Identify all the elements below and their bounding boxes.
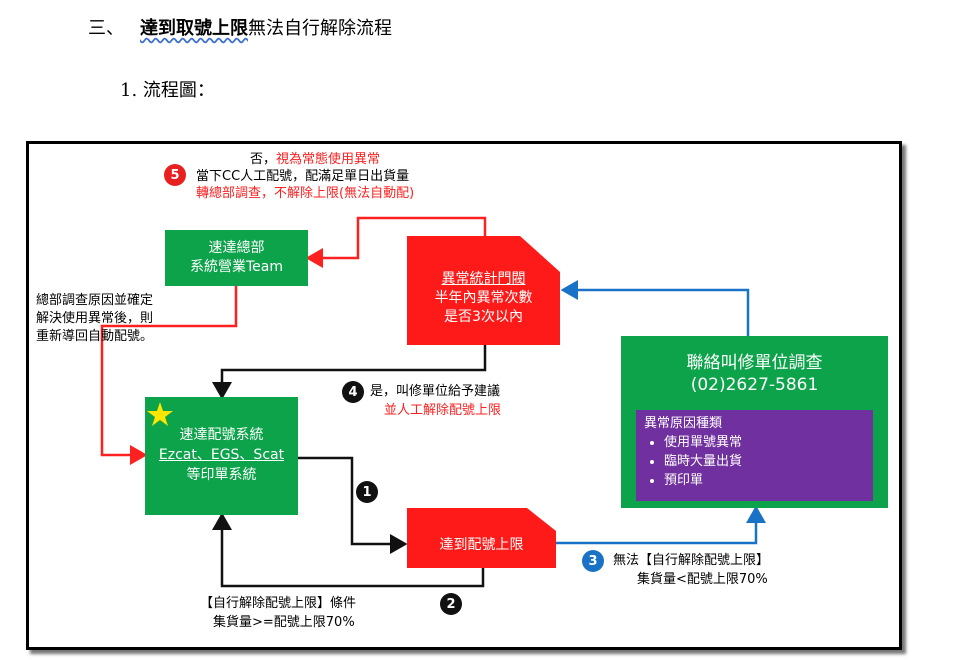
subheading: 1. 流程圖： (120, 80, 215, 101)
arrow-limit-to-contact (556, 505, 766, 545)
arrow-hq-to-system (100, 286, 238, 465)
note-bottom-line1: 【自行解除配號上限】條件 (200, 596, 357, 611)
note-left-line2: 解決使用異常後，則 (36, 311, 154, 326)
limit-node: 達到配號上限 (407, 536, 556, 558)
stats-line2: 半年內異常次數 (434, 290, 533, 306)
system-line3: 等印單系統 (186, 467, 257, 483)
badge-3: 3 (582, 550, 604, 572)
note-left-line1: 總部調查原因並確定 (36, 293, 154, 308)
note-yes-line2: 並人工解除配號上限 (384, 403, 502, 418)
hq-node: 速達總部 系統營業Team (165, 230, 308, 286)
arrow-system-to-limit (298, 456, 408, 554)
system-line1: 速達配號系統 (179, 427, 264, 443)
reason-item: 使用單號異常 (664, 433, 865, 452)
arrow-contact-to-stats (560, 280, 750, 336)
system-node: 速達配號系統 Ezcat、EGS、Scat 等印單系統 (145, 397, 298, 515)
reason-item: 預印單 (664, 471, 865, 490)
section-number: 三、 (88, 18, 124, 39)
arrow-limit-to-system (212, 512, 485, 588)
badge-4: 4 (342, 381, 364, 403)
contact-phone: (02)2627-5861 (690, 375, 819, 395)
stats-line3: 是否3次以內 (444, 309, 523, 325)
note-top-line2: 當下CC人工配號，配滿足單日出貨量 (196, 169, 410, 184)
note-no-line1: 無法【自行解除配號上限】 (613, 553, 770, 568)
contact-line1: 聯絡叫修單位調查 (686, 353, 823, 373)
reason-item: 臨時大量出貨 (664, 452, 865, 471)
stats-shape (407, 236, 560, 345)
note-bottom-line2: 集貨量>=配號上限70% (213, 615, 355, 630)
arrow-stats-to-hq (305, 216, 487, 268)
note-top-red: 視為常態使用異常 (276, 152, 381, 167)
note-no-line2: 集貨量<配號上限70% (637, 572, 768, 587)
stats-node: 異常統計門閥 半年內異常次數 是否3次以內 (407, 270, 560, 340)
badge-2: 2 (440, 593, 462, 615)
badge-1: 1 (356, 481, 378, 503)
section-heading-rest: 無法自行解除流程 (248, 18, 392, 39)
limit-label: 達到配號上限 (439, 537, 524, 553)
section-heading-bold: 達到取號上限 (140, 18, 248, 39)
badge-5: 5 (164, 164, 186, 186)
reasons-title: 異常原因種類 (644, 416, 723, 431)
limit-shape (407, 508, 556, 568)
note-top-line3: 轉總部調查，不解除上限(無法自動配) (196, 186, 415, 201)
note-yes-line1: 是，叫修單位給予建議 (370, 384, 501, 399)
hq-line2: 系統營業Team (189, 259, 283, 275)
system-line2: Ezcat、EGS、Scat (158, 447, 285, 463)
reasons-box: 異常原因種類 使用單號異常 臨時大量出貨 預印單 (636, 410, 873, 501)
hq-line1: 速達總部 (208, 240, 265, 256)
stats-line1: 異常統計門閥 (441, 271, 526, 287)
note-left-line3: 重新導回自動配號。 (36, 329, 154, 344)
note-top-line1: 否，視為常態使用異常 (250, 152, 381, 167)
section-heading: 三、達到取號上限無法自行解除流程 (88, 14, 392, 40)
arrow-stats-to-system (212, 345, 487, 400)
